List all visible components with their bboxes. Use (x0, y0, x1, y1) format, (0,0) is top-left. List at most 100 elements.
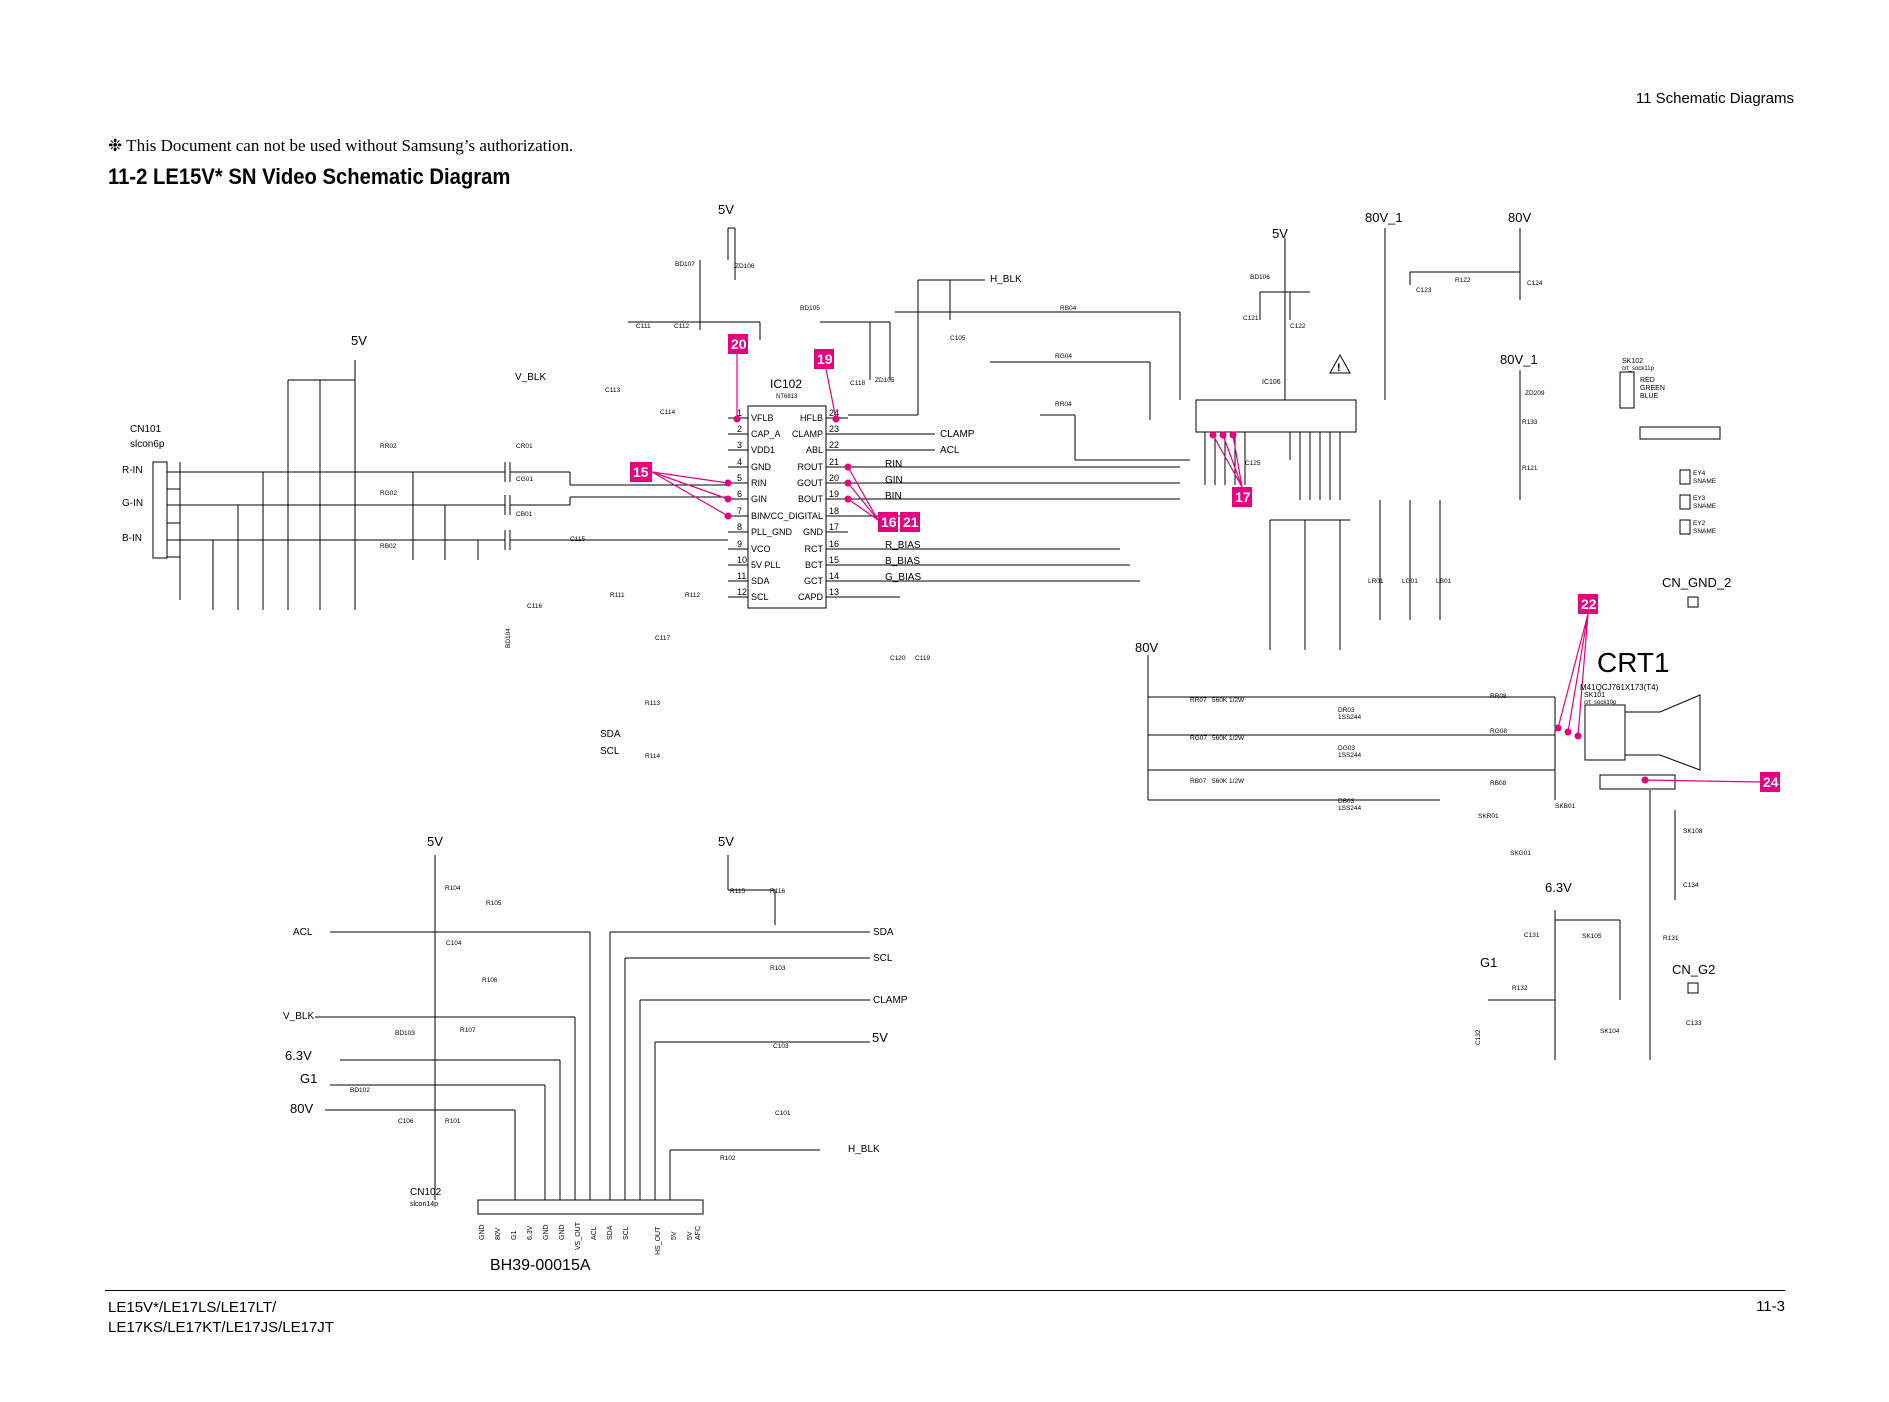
c120-label: C120 (890, 655, 906, 662)
rg08-label: RG08 (1490, 728, 1507, 735)
sk104-label: SK104 (1600, 1028, 1620, 1035)
c134-label: C134 (1683, 882, 1699, 889)
marker-24-label: 24 (1763, 774, 1779, 790)
cn102-pin-vs-out: VS_OUT (575, 1221, 582, 1250)
rb04-label: RB04 (1060, 305, 1077, 312)
ic102-left-pin-label: SCL (751, 592, 769, 602)
signal-h-blk-low: H_BLK (848, 1144, 880, 1155)
rail-g1-left: G1 (300, 1071, 317, 1086)
bd102-label: BD102 (350, 1087, 370, 1094)
bd103-label: BD103 (395, 1030, 415, 1037)
r105-label: R105 (486, 900, 502, 907)
ic102-part: NT6813 (776, 394, 798, 400)
ic102-left-pin-num: 9 (737, 539, 742, 549)
sk105-label: SK105 (1582, 933, 1602, 940)
marker-20-label: 20 (731, 336, 747, 352)
cb01-label: CB01 (516, 511, 533, 518)
c133-label: C133 (1686, 1020, 1702, 1027)
ic102-left-pin-num: 2 (737, 424, 742, 434)
rail-5v-lower-a: 5V (427, 834, 443, 849)
c105-label: C105 (950, 335, 966, 342)
rb07-value: 560K 1/2W (1212, 778, 1245, 785)
signal-r-bias: R_BIAS (885, 540, 921, 551)
r111-label: R111 (610, 592, 625, 599)
ic102-right-pin-label: CAPD (798, 592, 824, 602)
r113-label: R113 (645, 700, 660, 707)
rr08-label: RR08 (1490, 693, 1507, 700)
sk102-red: RED (1640, 377, 1655, 384)
r112-label: R112 (685, 592, 700, 599)
cn102-pin-hs-out: HS_OUT (655, 1226, 662, 1255)
ic106-name: IC106 (1262, 379, 1281, 386)
rail-5v-clamp: 5V (872, 1030, 888, 1045)
sk102-type: crt_sock11p (1622, 366, 1655, 372)
board-number: BH39-00015A (490, 1257, 591, 1274)
cn102-pin-80v: 80V (495, 1227, 502, 1240)
cn102-type: slcon14p (410, 1201, 438, 1208)
cn102-pin-afc: AFC (695, 1226, 702, 1240)
ic102-left-pin-label: VCO (751, 544, 771, 554)
ey4-sname: SNAME (1693, 478, 1717, 485)
ic102-left-pin-num: 10 (737, 555, 747, 565)
ic102-left-pin-label: VFLB (751, 413, 774, 423)
db03-label: DB03 (1338, 798, 1355, 805)
ic102-left-pin-num: 3 (737, 440, 742, 450)
footer-models: LE15V*/LE17LS/LE17LT/ LE17KS/LE17KT/LE17… (108, 1299, 334, 1336)
ic102-right-pin-num: 23 (829, 424, 839, 434)
crt-socket-body (1584, 704, 1626, 761)
ic102-right-pin-num: 19 (829, 489, 839, 499)
rr04-label: RR04 (1055, 401, 1072, 408)
ic102-left-pin-num: 6 (737, 489, 742, 499)
rail-80v-1: 80V_1 (1365, 210, 1403, 225)
zd105-label: ZD105 (875, 377, 895, 384)
rb08-label: RB08 (1490, 780, 1507, 787)
ic102-left-pin-label: PLL_GND (751, 527, 793, 537)
authorization-note: ❉ This Document can not be used without … (108, 136, 574, 155)
cn-g2-label: CN_G2 (1672, 962, 1715, 977)
cn102-connector (477, 1199, 704, 1215)
c122-label: C122 (1290, 323, 1306, 330)
warning-icon (1329, 353, 1351, 374)
r101-label: R101 (445, 1118, 461, 1125)
ic102-right-pin-label: BCT (805, 560, 824, 570)
rail-g1-right: G1 (1480, 955, 1497, 970)
ic102-right-pin-num: 14 (829, 571, 839, 581)
bd106-label: BD106 (1250, 274, 1270, 281)
c132-label: C132 (1475, 1029, 1482, 1045)
r103-label: R103 (770, 965, 786, 972)
rr02-label: RR02 (380, 443, 397, 450)
bd107-label: BD107 (675, 261, 695, 268)
skg01-label: SKG01 (1510, 850, 1531, 857)
c121-label: C121 (1243, 315, 1259, 322)
ic102-left-pin-num: 1 (737, 408, 742, 418)
sk102-label: SK102 (1622, 358, 1643, 365)
c117-label: C117 (655, 635, 670, 642)
skb01-label: SKB01 (1555, 803, 1576, 810)
ey2-label: EY2 (1693, 520, 1706, 527)
c113-label: C113 (605, 387, 620, 394)
sk101-type: crt_sock10p (1584, 700, 1617, 706)
r133-label: R133 (1522, 419, 1538, 426)
ic102-name: IC102 (770, 377, 802, 391)
signal-sda-mid: SDA (600, 729, 621, 740)
page-title: 11-2 LE15V* SN Video Schematic Diagram (108, 164, 511, 189)
marker-24 (1760, 772, 1780, 792)
ic102-right-pin-num: 13 (829, 587, 839, 597)
r121-label: R121 (1522, 465, 1538, 472)
r102-label: R102 (720, 1155, 736, 1162)
r115-label: R115 (730, 888, 745, 895)
ic102-left-pin-label: VDD1 (751, 445, 775, 455)
r104-label: R104 (445, 885, 461, 892)
ic102-right-pin-num: 15 (829, 555, 839, 565)
r116-label: R116 (770, 888, 785, 895)
c118-label: C118 (850, 380, 865, 387)
c116-label: C116 (527, 603, 542, 610)
bd105-label: BD105 (800, 305, 820, 312)
c125-label: C125 (1245, 460, 1261, 467)
marker-17 (1232, 487, 1252, 507)
cn102-pin-sda: SDA (607, 1225, 614, 1240)
ic102-left-pin-label: BIN (751, 511, 766, 521)
ic102-left-pin-label: SDA (751, 576, 770, 586)
ic102-right-pin-label: CLAMP (792, 429, 823, 439)
signal-g-in: G-IN (122, 498, 143, 509)
